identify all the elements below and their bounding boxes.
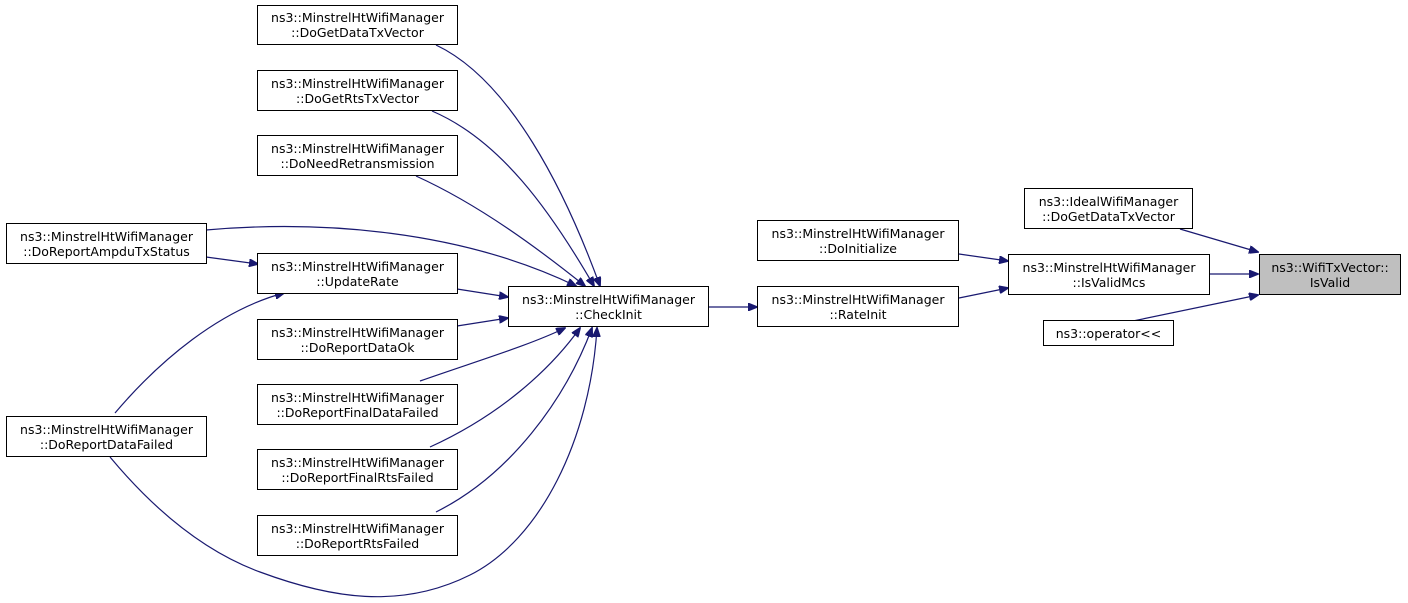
node-label-line2: ::DoReportAmpduTxStatus	[23, 243, 190, 259]
node-doreportrtsfailed[interactable]: ns3::MinstrelHtWifiManager ::DoReportRts…	[257, 515, 458, 556]
node-doreportampdutxstatus[interactable]: ns3::MinstrelHtWifiManager ::DoReportAmp…	[6, 223, 207, 264]
node-label-line2: ::UpdateRate	[316, 273, 399, 289]
node-doinitialize[interactable]: ns3::MinstrelHtWifiManager ::DoInitializ…	[757, 220, 959, 261]
node-label-line2: ::DoReportDataFailed	[39, 436, 174, 452]
node-doreportfinalrtsfailed[interactable]: ns3::MinstrelHtWifiManager ::DoReportFin…	[257, 449, 458, 490]
node-updaterate[interactable]: ns3::MinstrelHtWifiManager ::UpdateRate	[257, 253, 458, 294]
node-label-line2: ::RateInit	[829, 306, 887, 322]
edge-doreportfinaldatafailed-to-checkinit	[419, 328, 565, 382]
node-label-line2: ::CheckInit	[575, 306, 642, 322]
node-label-line2: ::DoReportFinalDataFailed	[276, 404, 439, 420]
node-label-line1: ns3::MinstrelHtWifiManager	[271, 75, 444, 91]
node-checkinit[interactable]: ns3::MinstrelHtWifiManager ::CheckInit	[508, 286, 709, 327]
node-label-line2: ::DoNeedRetransmission	[280, 155, 435, 171]
node-label-line2: ::DoGetDataTxVector	[1042, 208, 1175, 224]
node-rateinit[interactable]: ns3::MinstrelHtWifiManager ::RateInit	[757, 286, 959, 327]
edge-ideal-dogetdatatxvector-to-root	[1179, 228, 1258, 252]
node-label-line1: ns3::operator<<	[1055, 325, 1162, 341]
edge-doreportdatafailed-to-updaterate	[114, 293, 284, 414]
node-doreportdatafailed[interactable]: ns3::MinstrelHtWifiManager ::DoReportDat…	[6, 416, 207, 457]
edge-updaterate-to-checkinit	[456, 288, 508, 297]
node-label-line1: ns3::MinstrelHtWifiManager	[271, 140, 444, 156]
node-label-line1: ns3::MinstrelHtWifiManager	[1022, 259, 1196, 275]
node-wifitxvector-isvalid: ns3::WifiTxVector:: IsValid	[1259, 254, 1401, 295]
node-label-line2: ::IsValidMcs	[1072, 274, 1146, 290]
node-label-line1: ns3::MinstrelHtWifiManager	[771, 225, 945, 241]
node-label-line1: ns3::MinstrelHtWifiManager	[271, 258, 444, 274]
node-isvalidmcs[interactable]: ns3::MinstrelHtWifiManager ::IsValidMcs	[1008, 254, 1210, 295]
edge-operator-to-root	[1132, 295, 1258, 322]
edge-doreportdataok-to-checkinit	[456, 318, 508, 327]
node-label-line1: ns3::MinstrelHtWifiManager	[271, 520, 444, 536]
node-operator[interactable]: ns3::operator<<	[1043, 320, 1174, 346]
node-label-line1: ns3::MinstrelHtWifiManager	[271, 324, 444, 340]
node-label-line1: ns3::WifiTxVector::	[1271, 259, 1389, 275]
edge-doneedretransmission-to-checkinit	[415, 175, 585, 286]
node-label-line1: ns3::MinstrelHtWifiManager	[271, 389, 444, 405]
edge-doreportfinalrtsfailed-to-checkinit	[429, 328, 580, 448]
node-label-line1: ns3::MinstrelHtWifiManager	[20, 228, 193, 244]
edge-doinitialize-to-isvalidmcs	[958, 253, 1008, 261]
node-doreportdataok[interactable]: ns3::MinstrelHtWifiManager ::DoReportDat…	[257, 319, 458, 360]
node-dogetdatatxvector[interactable]: ns3::MinstrelHtWifiManager ::DoGetDataTx…	[257, 5, 458, 45]
edge-doreportdatafailed-to-checkinit	[109, 328, 597, 598]
edge-dogetrtstxvector-to-checkinit	[431, 110, 594, 286]
node-label-line2: ::DoReportRtsFailed	[295, 535, 420, 551]
node-label-line2: ::DoGetRtsTxVector	[296, 90, 419, 106]
node-ideal-dogetdatatxvector[interactable]: ns3::IdealWifiManager ::DoGetDataTxVecto…	[1024, 188, 1193, 229]
node-label-line1: ns3::MinstrelHtWifiManager	[20, 421, 193, 437]
node-doreportfinaldatafailed[interactable]: ns3::MinstrelHtWifiManager ::DoReportFin…	[257, 384, 458, 425]
node-doneedretransmission[interactable]: ns3::MinstrelHtWifiManager ::DoNeedRetra…	[257, 135, 458, 176]
node-label-line1: ns3::MinstrelHtWifiManager	[271, 454, 444, 470]
edge-doreportrtsfailed-to-checkinit	[435, 328, 592, 513]
node-dogetrtstxvector[interactable]: ns3::MinstrelHtWifiManager ::DoGetRtsTxV…	[257, 70, 458, 111]
edge-rateinit-to-isvalidmcs	[958, 288, 1008, 299]
node-label-line2: IsValid	[1309, 274, 1351, 290]
node-label-line1: ns3::MinstrelHtWifiManager	[771, 291, 945, 307]
node-label-line2: ::DoReportDataOk	[300, 339, 415, 355]
node-label-line1: ns3::MinstrelHtWifiManager	[271, 10, 444, 25]
edge-doreportampdutxstatus-to-checkinit	[205, 226, 576, 286]
edge-dogetdatatxvector-to-checkinit	[435, 44, 600, 286]
node-label-line2: ::DoReportFinalRtsFailed	[281, 469, 434, 485]
node-label-line2: ::DoGetDataTxVector	[291, 25, 424, 40]
node-label-line1: ns3::IdealWifiManager	[1038, 193, 1179, 209]
node-label-line2: ::DoInitialize	[818, 240, 897, 256]
edge-doreportampdutxstatus-to-updaterate	[205, 256, 258, 264]
node-label-line1: ns3::MinstrelHtWifiManager	[522, 291, 695, 307]
